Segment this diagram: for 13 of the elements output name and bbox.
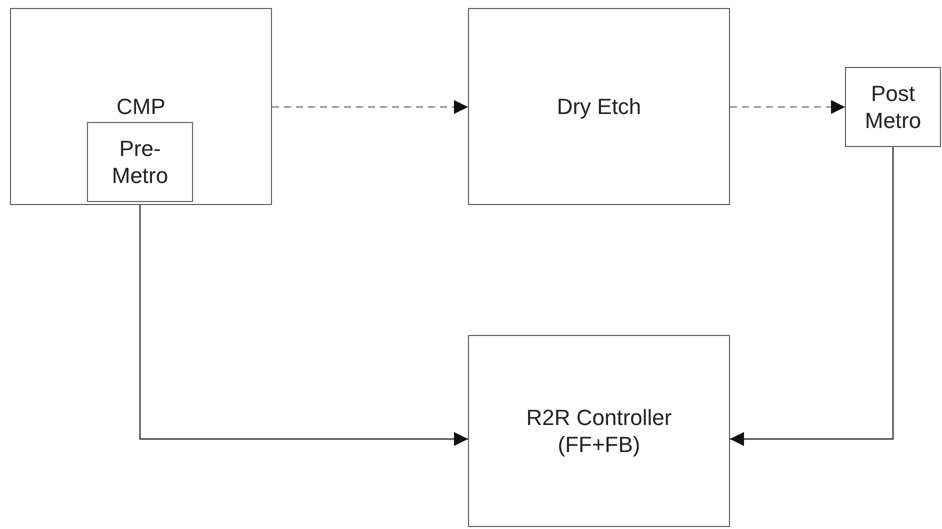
node-label: Pre- Metro [110, 135, 170, 189]
node-label: R2R Controller (FF+FB) [525, 404, 673, 458]
node-label: Dry Etch [556, 93, 642, 120]
controller-box [468, 335, 730, 527]
process-box [10, 8, 272, 205]
node-label: Post Metro [864, 80, 922, 134]
process-box [87, 122, 193, 202]
arrow [730, 100, 845, 114]
process-box [468, 8, 730, 205]
node-label: CMP [116, 93, 166, 120]
arrow [272, 100, 468, 114]
arrow [730, 147, 894, 446]
process-box [845, 67, 941, 147]
